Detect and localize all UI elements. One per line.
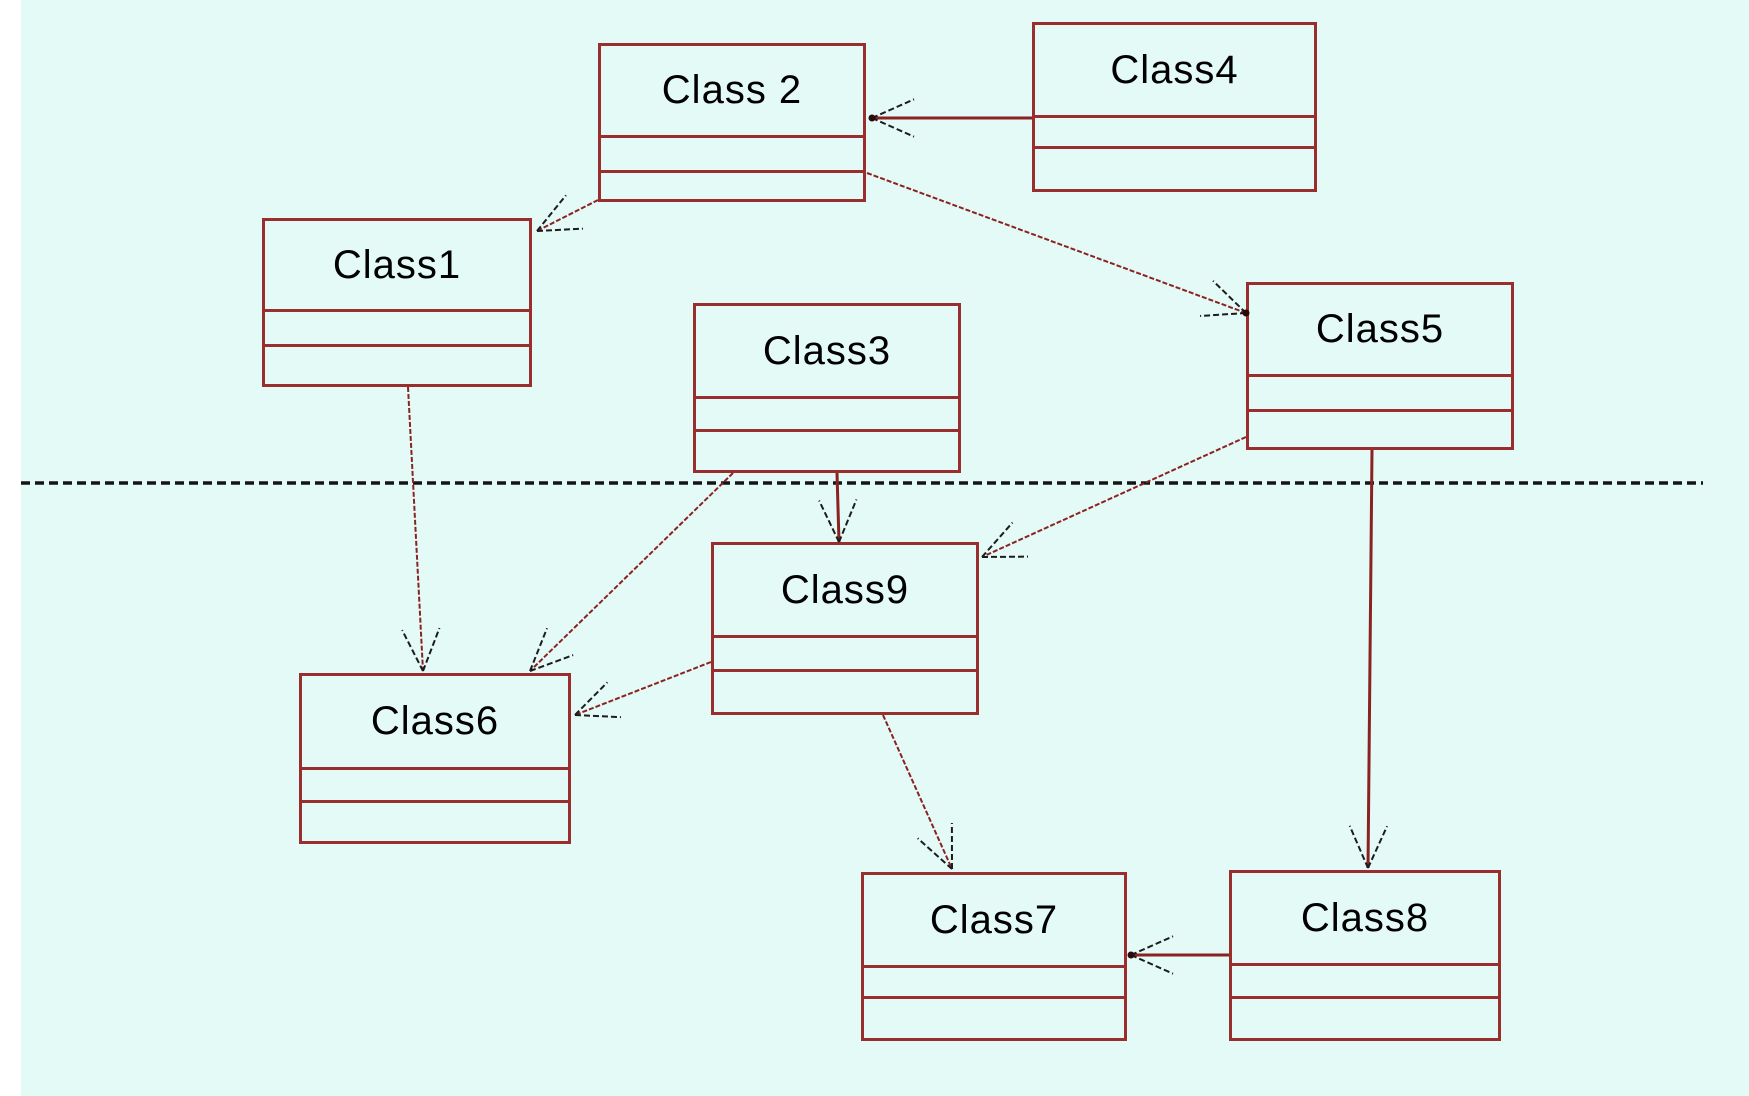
class-box-class2[interactable]: Class 2	[598, 43, 866, 202]
class-title-label: Class7	[929, 897, 1059, 942]
attributes-compartment	[864, 965, 1124, 996]
class-title-compartment: Class4	[1035, 25, 1314, 115]
operations-compartment	[864, 996, 1124, 1038]
class-title-compartment: Class8	[1232, 873, 1498, 963]
operations-compartment	[696, 429, 958, 470]
operations-compartment	[601, 170, 863, 199]
operations-compartment	[265, 344, 529, 384]
class-title-label: Class3	[762, 328, 892, 373]
operations-compartment	[714, 669, 976, 712]
class-title-label: Class4	[1110, 47, 1239, 92]
class-title-compartment: Class3	[696, 306, 958, 396]
class-title-compartment: Class1	[265, 221, 529, 309]
class-title-label: Class1	[332, 242, 462, 287]
class-box-class7[interactable]: Class7	[861, 872, 1127, 1041]
class-title-compartment: Class5	[1249, 285, 1511, 374]
attributes-compartment	[302, 767, 568, 800]
class-title-label: Class 2	[661, 68, 803, 112]
attributes-compartment	[265, 309, 529, 344]
class-title-compartment: Class 2	[601, 46, 863, 135]
class-title-compartment: Class6	[302, 676, 568, 767]
class-title-label: Class9	[780, 567, 910, 612]
operations-compartment	[1232, 996, 1498, 1038]
attributes-compartment	[696, 396, 958, 429]
class-box-class1[interactable]: Class1	[262, 218, 532, 387]
class-box-class4[interactable]: Class4	[1032, 22, 1317, 192]
class-box-class5[interactable]: Class5	[1246, 282, 1514, 450]
operations-compartment	[302, 800, 568, 841]
attributes-compartment	[1249, 374, 1511, 409]
class-box-class3[interactable]: Class3	[693, 303, 961, 473]
class-title-label: Class5	[1315, 307, 1445, 351]
attributes-compartment	[1232, 963, 1498, 996]
class-title-label: Class8	[1300, 895, 1430, 940]
class-title-compartment: Class9	[714, 545, 976, 635]
class-box-class8[interactable]: Class8	[1229, 870, 1501, 1041]
attributes-compartment	[601, 135, 863, 170]
class-box-class6[interactable]: Class6	[299, 673, 571, 844]
attributes-compartment	[714, 635, 976, 669]
class-box-class9[interactable]: Class9	[711, 542, 979, 715]
attributes-compartment	[1035, 115, 1314, 146]
class-title-compartment: Class7	[864, 875, 1124, 965]
operations-compartment	[1249, 409, 1511, 447]
class-title-label: Class6	[370, 699, 500, 743]
operations-compartment	[1035, 146, 1314, 189]
